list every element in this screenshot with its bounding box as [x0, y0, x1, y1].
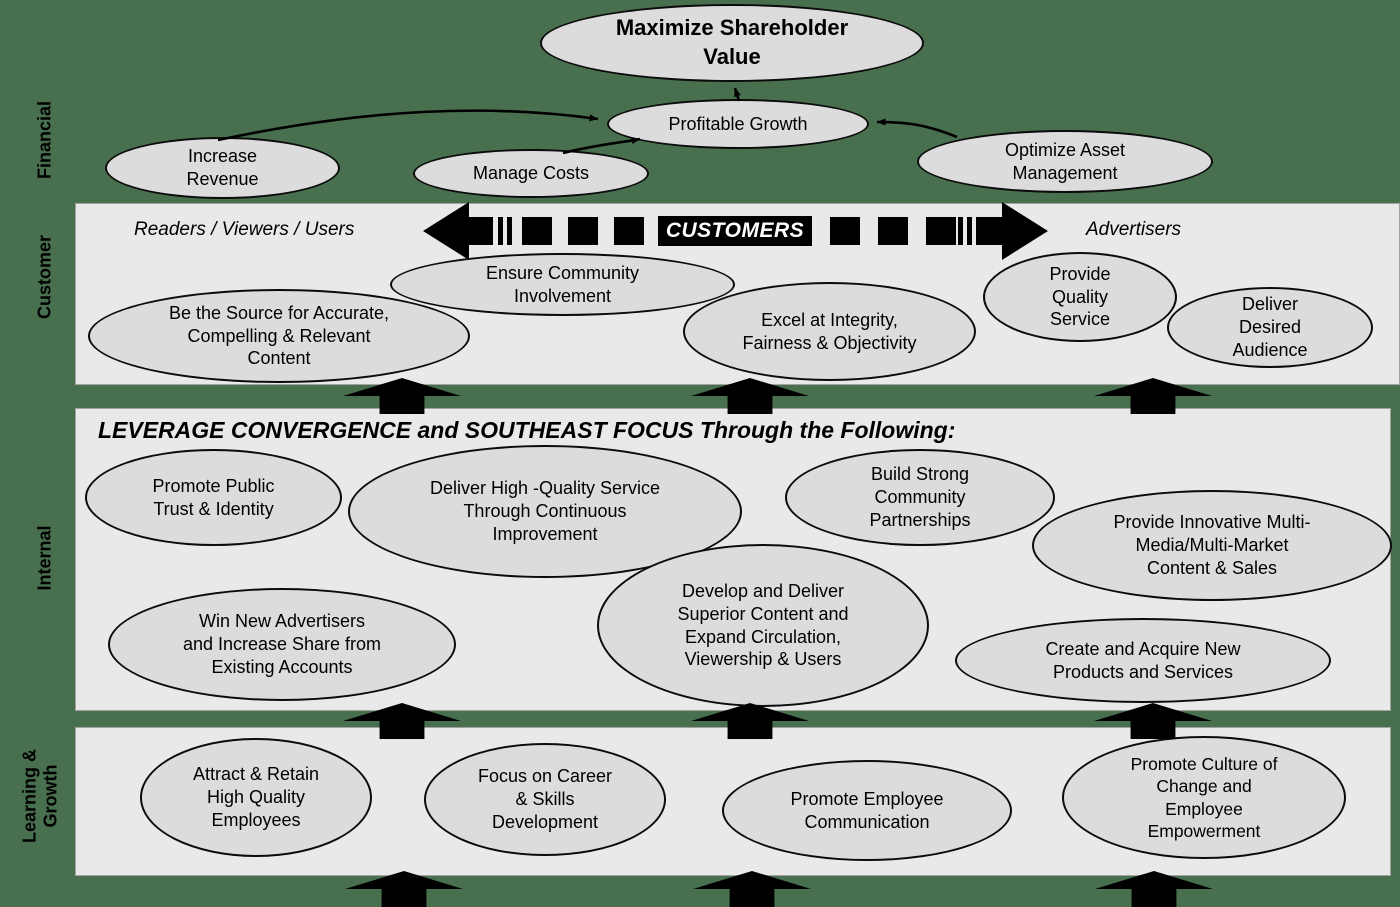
bar-segment — [958, 217, 963, 245]
dash-segment — [614, 217, 644, 245]
bar-segment — [967, 217, 972, 245]
node-attract-retain-employees: Attract & Retain High Quality Employees — [140, 738, 372, 857]
node-focus-career-skills: Focus on Career & Skills Development — [424, 743, 666, 856]
readers-viewers-users-label: Readers / Viewers / Users — [134, 219, 355, 240]
bar-segment — [498, 217, 503, 245]
node-increase-revenue: Increase Revenue — [105, 137, 340, 199]
node-be-the-source: Be the Source for Accurate, Compelling &… — [88, 289, 470, 383]
node-provide-quality-service: Provide Quality Service — [983, 252, 1177, 342]
node-provide-innovative-content: Provide Innovative Multi- Media/Multi-Ma… — [1032, 490, 1392, 601]
customers-banner-label: CUSTOMERS — [658, 216, 812, 246]
dash-segment — [926, 217, 956, 245]
node-deliver-desired-audience: Deliver Desired Audience — [1167, 287, 1373, 368]
perspective-label-customer: Customer — [34, 234, 55, 320]
bar-segment — [469, 217, 493, 245]
node-optimize-asset-management: Optimize Asset Management — [917, 130, 1213, 193]
node-promote-culture-empowerment: Promote Culture of Change and Employee E… — [1062, 736, 1346, 859]
node-build-community-partnerships: Build Strong Community Partnerships — [785, 449, 1055, 546]
node-promote-employee-communication: Promote Employee Communication — [722, 760, 1012, 861]
perspective-label-financial: Financial — [34, 100, 55, 180]
advertisers-label: Advertisers — [1086, 219, 1182, 240]
node-win-new-advertisers: Win New Advertisers and Increase Share f… — [108, 588, 456, 701]
dash-segment — [830, 217, 860, 245]
node-excel-integrity: Excel at Integrity, Fairness & Objectivi… — [683, 282, 976, 381]
perspective-label-learning-growth: Learning & Growth — [19, 748, 60, 844]
block-arrow-up — [345, 871, 463, 907]
internal-heading: LEVERAGE CONVERGENCE and SOUTHEAST FOCUS… — [98, 417, 956, 443]
node-develop-deliver-superior-content: Develop and Deliver Superior Content and… — [597, 544, 929, 707]
bar-segment — [976, 217, 1002, 245]
dash-segment — [522, 217, 552, 245]
block-arrow-up — [693, 871, 811, 907]
node-create-acquire-products: Create and Acquire New Products and Serv… — [955, 618, 1331, 703]
node-maximize-shareholder-value: Maximize Shareholder Value — [540, 4, 924, 82]
node-profitable-growth: Profitable Growth — [607, 99, 869, 149]
connector-optimize-to-profitable — [876, 118, 958, 139]
connector-increase-to-profitable — [217, 109, 599, 142]
node-promote-public-trust: Promote Public Trust & Identity — [85, 449, 342, 546]
bar-segment — [507, 217, 512, 245]
perspective-label-internal: Internal — [34, 525, 55, 591]
dash-segment — [568, 217, 598, 245]
node-ensure-community-involvement: Ensure Community Involvement — [390, 253, 735, 316]
block-arrow-up — [1095, 871, 1213, 907]
dash-segment — [878, 217, 908, 245]
node-manage-costs: Manage Costs — [413, 149, 649, 198]
